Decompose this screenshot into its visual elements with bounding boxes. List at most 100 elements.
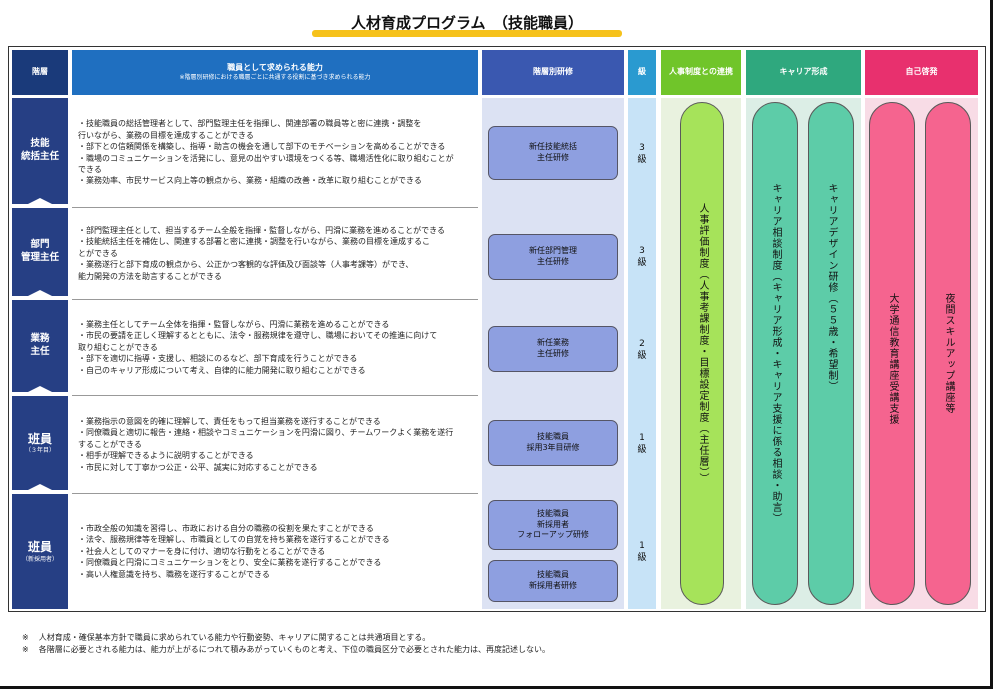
training-label: 採用3年目研修 — [526, 443, 580, 452]
training-label: 主任研修 — [537, 349, 569, 358]
ability-item: ・職場のコミュニケーションを活発にし、意見の出やすい環境をつくる等、職場活性化に… — [78, 153, 454, 163]
header-career: キャリア形成 — [746, 50, 861, 95]
grade-cell: 2 級 — [628, 336, 656, 366]
ability-item: ・業務主任としてチーム全体を指揮・監督しながら、円滑に業務を進めることができる — [78, 320, 390, 330]
training-label: 新採用者 — [537, 519, 569, 529]
ability-item: ・相手が理解できるように説明することができる — [78, 451, 254, 461]
kyu-column — [628, 98, 656, 609]
grade-cell: 3 級 — [628, 243, 656, 273]
level-sub: （３年目） — [24, 447, 55, 455]
pill-label: キャリアデザイン研修（５５歳・希望制） — [826, 183, 837, 392]
grade-number: 3 — [639, 246, 645, 257]
ability-item: 行いながら、業務の目標を達成することができる — [78, 130, 254, 140]
ability-item: ・社会人としてのマナーを身に付け、適切な行動をとることができる — [78, 546, 326, 556]
training-box: 技能職員 新採用者 フォローアップ研修 — [488, 500, 618, 550]
level-hanin-3nen: 班員 （３年目） — [12, 396, 68, 490]
level-name: 班員 — [27, 540, 52, 555]
ability-item: ・市政全般の知識を習得し、市政における自分の職務の役割を果たすことができる — [78, 524, 374, 534]
pill-label: 大学通信教育講座受講支援 — [887, 293, 898, 425]
ability-item: ・同僚職員と円滑にコミュニケーションをとり、安全に業務を遂行することができる — [78, 558, 382, 568]
ability-description: ・部門監理主任として、担当するチーム全般を指揮・監督しながら、円滑に業務を進める… — [72, 208, 478, 300]
grade-cell: 1 級 — [628, 430, 656, 460]
training-box: 新任技能統括 主任研修 — [488, 126, 618, 180]
ability-item: することができる — [78, 439, 142, 449]
ability-item: ・部下を適切に指導・支援し、相談にのるなど、部下育成を行うことができる — [78, 354, 358, 364]
header-noryoku-label: 職員として求められる能力 — [227, 63, 323, 73]
training-box: 技能職員 採用3年目研修 — [488, 420, 618, 466]
ability-item: ・法令、服務規律等を理解し、市職員としての自覚を持ち業務を遂行することができる — [78, 535, 390, 545]
grade-number: 2 — [639, 339, 645, 350]
training-label: 主任研修 — [537, 153, 569, 162]
header-jiko: 自己啓発 — [865, 50, 978, 95]
grade-label: 級 — [637, 155, 647, 165]
ability-description: ・業務主任としてチーム全体を指揮・監督しながら、円滑に業務を進めることができる … — [72, 300, 478, 396]
grade-label: 級 — [637, 553, 647, 563]
header-noryoku: 職員として求められる能力 ※階層別研修における職層ごとに共通する役割に基づき求め… — [72, 50, 478, 95]
header-jinji: 人事制度との連携 — [661, 50, 741, 95]
level-hanin-shinsaiyo: 班員 （新採用者） — [12, 494, 68, 609]
ability-item: ・業務遂行と部下育成の観点から、公正かつ客観的な評価及び面談等（人事考課等）がで… — [78, 260, 414, 270]
ability-description: ・市政全般の知識を習得し、市政における自分の職務の役割を果たすことができる ・法… — [72, 494, 478, 609]
ability-item: ・自己のキャリア形成について考え、自律的に能力開発に取り組むことができる — [78, 365, 366, 375]
training-label: 新任部門管理 — [529, 246, 577, 256]
footnote-text: 各階層に必要とされる能力は、能力が上がるにつれて積みあがっていくものと考え、下位… — [38, 645, 551, 654]
jinji-evaluation-pill: 人事評価制度（人事考課制度・目標設定制度（主任層）） — [680, 102, 724, 605]
night-skillup-pill: 夜間スキルアップ講座等 — [925, 102, 971, 605]
pill-label: 人事評価制度（人事考課制度・目標設定制度（主任層）） — [697, 203, 708, 484]
footnote-mark: ※ — [22, 645, 29, 654]
header-kenshu: 階層別研修 — [482, 50, 624, 95]
ability-item: とができる — [78, 248, 118, 258]
level-sub: （新採用者） — [21, 555, 58, 563]
program-table — [8, 46, 986, 612]
ability-item: ・業務指示の意図を的確に理解して、責任をもって担当業務を遂行することができる — [78, 417, 381, 427]
header-kaiso: 階層 — [12, 50, 68, 95]
level-gino-tokatsu: 技能 統括主任 — [12, 98, 68, 204]
ability-item: 取り組むことができる — [78, 342, 158, 352]
training-label: 新採用者研修 — [529, 581, 577, 590]
level-name: 業務 — [30, 333, 50, 345]
pill-label: キャリア相談制度（キャリア形成・キャリア支援に係る相談・助言） — [770, 183, 781, 524]
training-label: フォローアップ研修 — [517, 530, 589, 540]
ability-item: ・市民に対して丁寧かつ公正・公平、誠実に対応することができる — [78, 462, 318, 472]
ability-item: ・技能統括主任を補佐し、関連する部署と密に連携・調整を行いながら、業務の目標を達… — [78, 237, 430, 247]
level-name: 班員 — [27, 431, 52, 446]
grade-label: 級 — [637, 351, 647, 361]
ability-item: ・技能職員の総括管理者として、部門監理主任を指揮し、関連部署の職員等と密に連携・… — [78, 119, 422, 129]
grade-number: 1 — [639, 541, 645, 552]
footnote-mark: ※ — [22, 633, 29, 642]
training-label: 技能職員 — [537, 570, 569, 580]
footnote-text: 人材育成・確保基本方針で職員に求められている能力や行動姿勢、キャリアに関すること… — [38, 633, 431, 642]
grade-label: 級 — [637, 258, 647, 268]
training-label: 技能職員 — [537, 432, 569, 442]
training-box: 技能職員 新採用者研修 — [488, 560, 618, 602]
level-name: 管理主任 — [20, 252, 59, 263]
ability-item: ・市民の要請を正しく理解するとともに、法令・服務規律を遵守し、職場においてその推… — [78, 331, 438, 341]
header-noryoku-sub: ※階層別研修における職層ごとに共通する役割に基づき求められる能力 — [179, 73, 371, 81]
level-name: 主任 — [30, 346, 50, 357]
grade-cell: 3 級 — [628, 140, 656, 170]
ability-description: ・業務指示の意図を的確に理解して、責任をもって担当業務を遂行することができる ・… — [72, 396, 478, 494]
ability-item: ・部下との信頼関係を構築し、指導・助言の機会を通して部下のモチベーションを高める… — [78, 142, 446, 152]
ability-item: ・部門監理主任として、担当するチーム全般を指揮・監督しながら、円滑に業務を進める… — [78, 226, 445, 236]
header-kyu: 級 — [628, 50, 656, 95]
level-name: 部門 — [30, 239, 50, 251]
career-consultation-pill: キャリア相談制度（キャリア形成・キャリア支援に係る相談・助言） — [752, 102, 798, 605]
level-bumon-kanri: 部門 管理主任 — [12, 208, 68, 296]
footnote: ※ 人材育成・確保基本方針で職員に求められている能力や行動姿勢、キャリアに関するこ… — [22, 632, 430, 643]
training-label: 主任研修 — [537, 257, 569, 266]
ability-item: ・高い人権意識を持ち、職務を遂行することができる — [78, 569, 270, 579]
training-label: 新任技能統括 — [529, 142, 577, 152]
ability-item: ・同僚職員と適切に報告・連絡・相談やコミュニケーションを円滑に図り、チームワーク… — [78, 428, 454, 438]
footnote: ※ 各階層に必要とされる能力は、能力が上がるにつれて積みあがっていくものと考え、下… — [22, 644, 550, 655]
grade-label: 級 — [637, 445, 647, 455]
ability-item: ・業務効率、市民サービス向上等の観点から、業務・組織の改善・改革に取り組むことが… — [78, 176, 422, 186]
level-name: 技能 — [30, 138, 50, 150]
grade-number: 1 — [639, 433, 645, 444]
training-box: 新任業務 主任研修 — [488, 326, 618, 372]
training-label: 技能職員 — [537, 508, 569, 518]
ability-item: 能力開発の方法を助言することができる — [78, 271, 222, 281]
career-design-pill: キャリアデザイン研修（５５歳・希望制） — [808, 102, 854, 605]
university-correspondence-pill: 大学通信教育講座受講支援 — [869, 102, 915, 605]
page-title: 人材育成プログラム （技能職員） — [350, 14, 584, 32]
